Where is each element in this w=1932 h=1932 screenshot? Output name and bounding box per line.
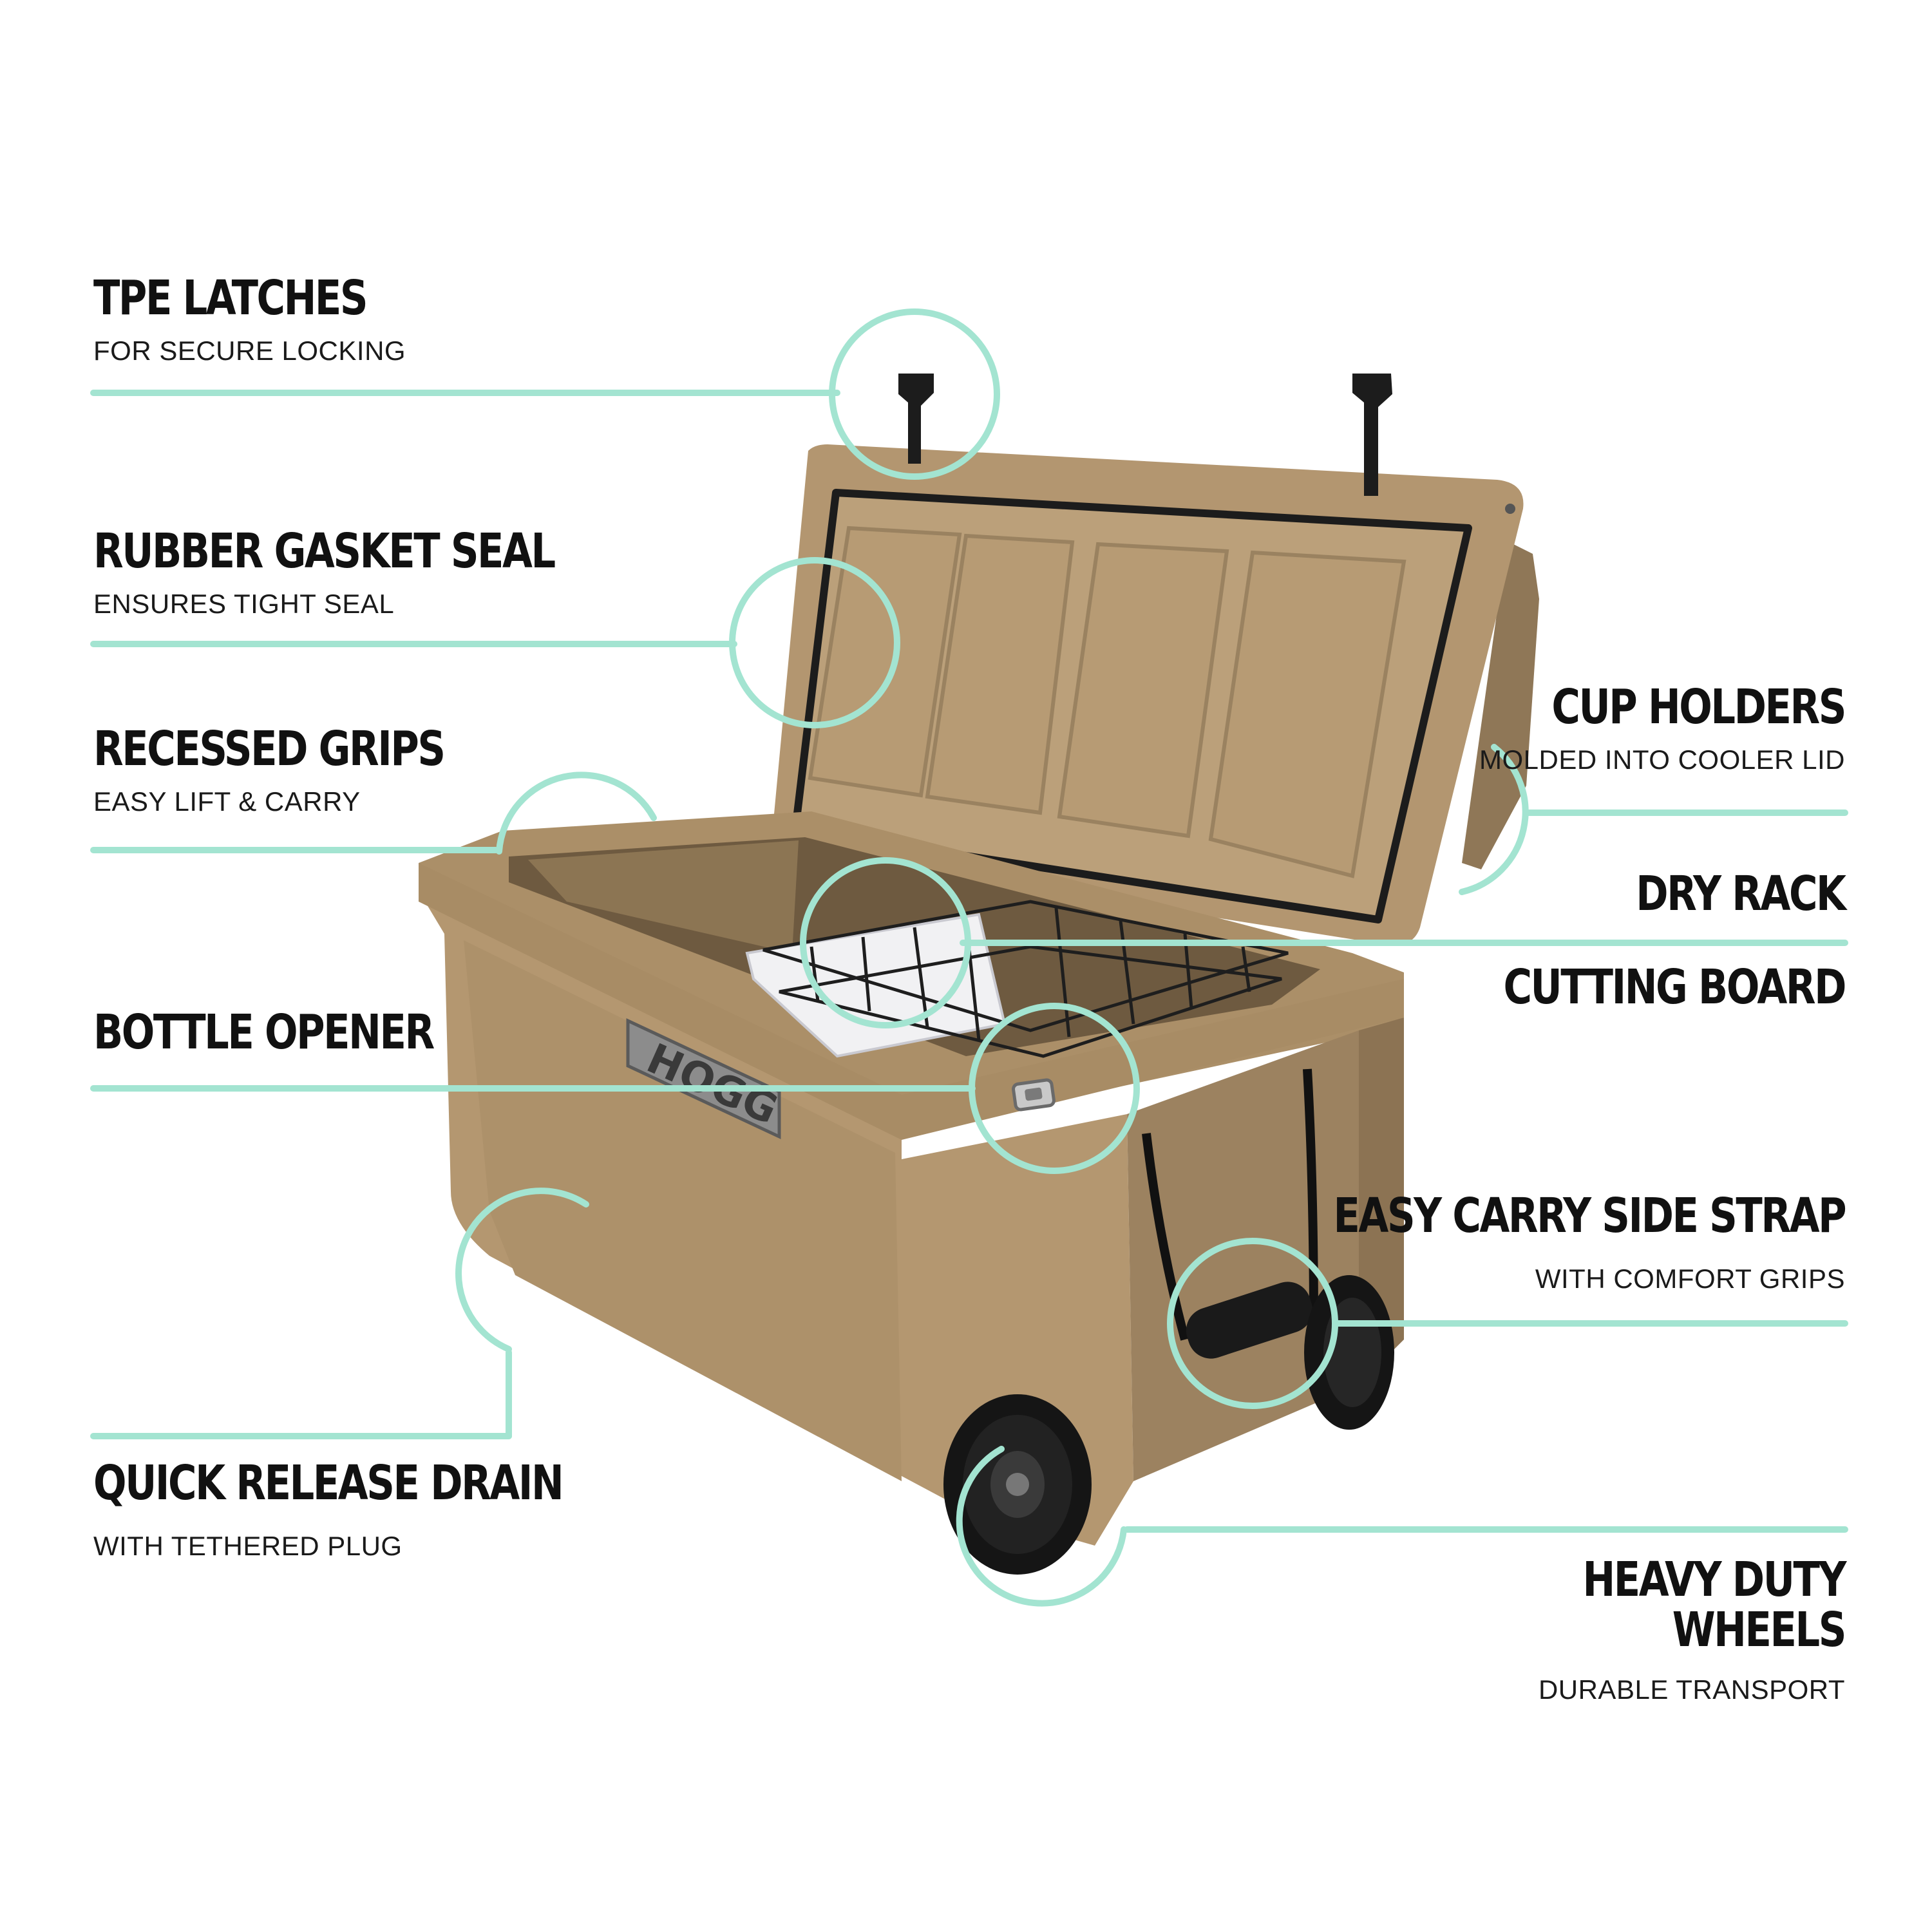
feature-grips: RECESSED GRIPS EASY LIFT & CARRY [93,724,521,817]
cooler: HOGG [419,374,1539,1575]
latch-left-icon [898,374,934,464]
wheel-back-icon [1304,1275,1394,1430]
feature-subtitle: ENSURES TIGHT SEAL [93,588,395,619]
feature-title: BOTTLE OPENER [93,1005,435,1060]
feature-title: CUTTING BOARD [1503,960,1846,1015]
feature-subtitle: WITH TETHERED PLUG [93,1530,402,1561]
feature-tpe-latches: TPE LATCHES FOR SECURE LOCKING [93,270,426,366]
feature-bottle-opener: BOTTLE OPENER [93,1005,508,1060]
latch-right-icon [1352,374,1392,496]
feature-title: QUICK RELEASE DRAIN [93,1455,564,1511]
feature-title-line1: HEAVY DUTY [1582,1552,1847,1607]
feature-gasket: RUBBER GASKET SEAL ENSURES TIGHT SEAL [93,524,656,620]
feature-side-strap: EASY CARRY SIDE STRAP WITH COMFORT GRIPS [1221,1188,1846,1294]
feature-title: TPE LATCHES [93,270,368,326]
feature-title: DRY RACK [1636,866,1847,922]
feature-subtitle: DURABLE TRANSPORT [1538,1674,1845,1705]
feature-drain: QUICK RELEASE DRAIN WITH TETHERED PLUG [93,1455,665,1562]
feature-title: RECESSED GRIPS [93,721,446,777]
feature-title: CUP HOLDERS [1551,679,1846,735]
feature-cutting-board: CUTTING BOARD [1428,960,1846,1015]
callouts [90,308,1848,1607]
feature-dry-rack: DRY RACK [1590,866,1847,922]
side-strap-icon [1142,1068,1318,1359]
feature-title: RUBBER GASKET SEAL [93,524,556,579]
feature-subtitle: WITH COMFORT GRIPS [1535,1263,1845,1294]
feature-cup-holders: CUP HOLDERS MOLDED INTO COOLER LID [1479,679,1846,775]
feature-title-line2: WHEELS [1672,1602,1847,1658]
feature-subtitle: FOR SECURE LOCKING [93,335,406,366]
feature-wheels: HEAVY DUTY WHEELS DURABLE TRANSPORT [1525,1552,1847,1705]
bottle-opener-icon [1012,1078,1056,1112]
feature-subtitle: MOLDED INTO COOLER LID [1479,744,1845,775]
feature-subtitle: EASY LIFT & CARRY [93,786,361,817]
feature-title: EASY CARRY SIDE STRAP [1333,1188,1846,1244]
wheel-front-icon [943,1394,1092,1575]
